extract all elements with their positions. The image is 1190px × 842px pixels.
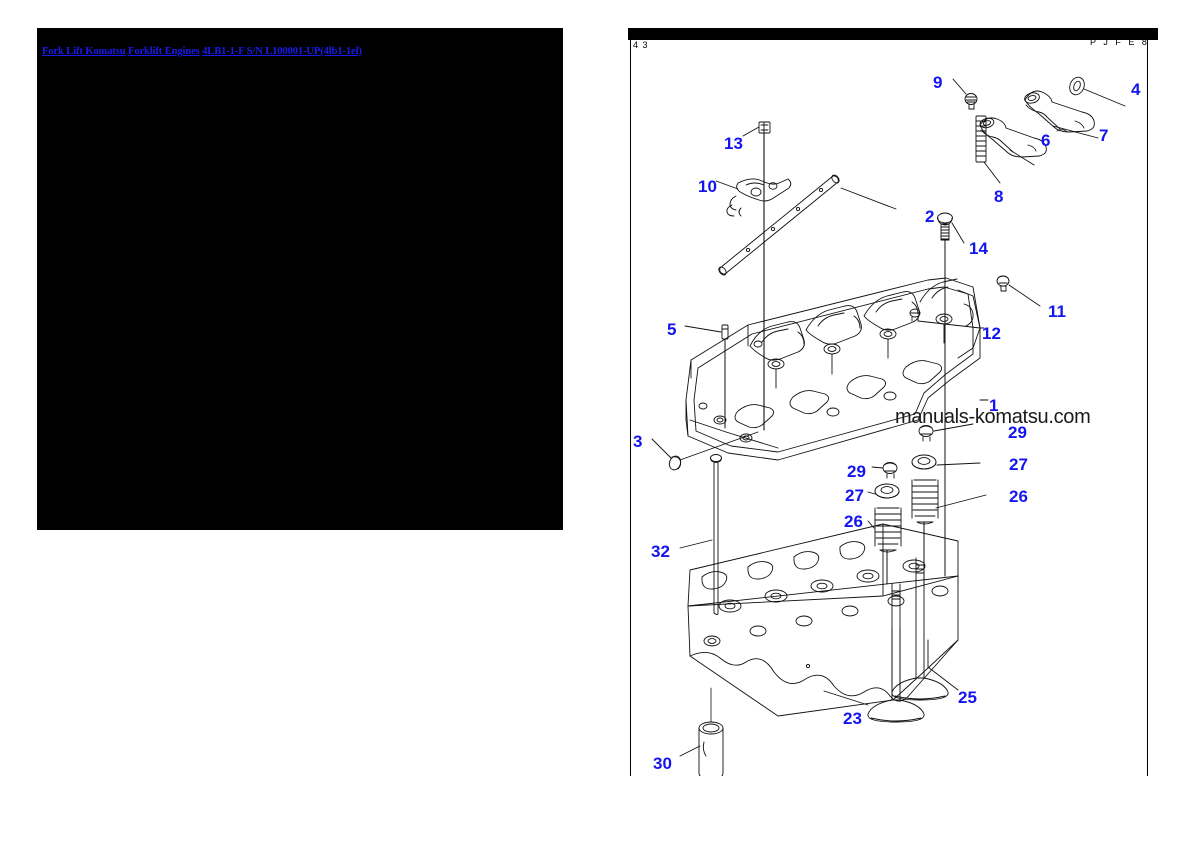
- fastener-part-9: [964, 93, 978, 110]
- drawing-frame-left-border: [630, 40, 631, 776]
- callout-13: 13: [724, 134, 743, 153]
- leader-23: [823, 690, 869, 706]
- breadcrumb-link-model[interactable]: 4LB1-1-F S/N L100001-UP(4lb1-1el): [202, 46, 362, 57]
- callout-2: 2: [925, 207, 935, 226]
- site-watermark: manuals-komatsu.com: [895, 406, 1091, 428]
- breadcrumb: Fork Lift Komatsu Forklift Engines 4LB1-…: [42, 46, 557, 58]
- leader-5: [684, 325, 722, 333]
- callout-27-left: 27: [845, 486, 864, 505]
- leader-3b: [679, 431, 759, 461]
- leader-26-right: [935, 494, 987, 509]
- callout-4: 4: [1131, 80, 1141, 99]
- callout-3: 3: [633, 432, 643, 451]
- leader-4: [1083, 88, 1126, 107]
- bushing-part-30: [698, 687, 724, 776]
- valve-spring-26-right: [911, 479, 939, 525]
- callout-7: 7: [1099, 126, 1109, 145]
- callout-26-right: 26: [1009, 487, 1028, 506]
- parts-drawing-panel: 4 3 P J F E 8: [628, 28, 1158, 776]
- leader-29-left: [871, 466, 884, 469]
- callout-10: 10: [698, 177, 717, 196]
- breadcrumb-link-fork-lift-komatsu[interactable]: Fork Lift Komatsu: [42, 46, 126, 57]
- callout-11: 11: [1048, 302, 1066, 321]
- cylinder-head-block: [687, 523, 959, 717]
- cylinder-head-exploded-diagram: [651, 76, 1126, 776]
- leader-3: [651, 438, 672, 459]
- retainer-29-left: [882, 462, 898, 479]
- leader-12: [917, 320, 985, 329]
- retainer-29-right: [918, 425, 934, 442]
- callout-25: 25: [958, 688, 977, 707]
- nut-part-13: [758, 121, 771, 134]
- callout-5: 5: [667, 320, 677, 339]
- fastener-part-12: [909, 308, 921, 322]
- leader-14: [951, 222, 965, 244]
- callout-26-left: 26: [844, 512, 863, 531]
- valve-spring-26-left: [874, 507, 902, 553]
- callout-30: 30: [653, 754, 672, 773]
- valve-spring-assembly-right: [911, 423, 987, 585]
- bolt-part-14: [937, 212, 953, 577]
- rocker-arm-lower-part-6: [979, 117, 1047, 158]
- leader-32: [679, 539, 713, 549]
- valve-cap-27-right: [911, 454, 937, 470]
- callout-23: 23: [843, 709, 862, 728]
- leader-27-right: [936, 462, 981, 466]
- rocker-arm-upper: [1024, 90, 1095, 133]
- callout-27-right: 27: [1009, 455, 1028, 474]
- leader-30: [679, 745, 701, 757]
- callout-8: 8: [994, 187, 1004, 206]
- leader-27-left: [867, 491, 876, 495]
- cylinder-head-upper-casting-part-1: [685, 277, 981, 461]
- leader-25: [927, 666, 959, 691]
- long-bolt-part-32: [710, 454, 722, 615]
- breadcrumb-link-forklift-engines[interactable]: Forklift Engines: [128, 46, 200, 57]
- callout-6: 6: [1041, 131, 1051, 150]
- leader-8: [983, 161, 1001, 184]
- drawing-frame-right-border: [1147, 40, 1148, 776]
- leader-13: [742, 126, 760, 137]
- valve-cap-27-left: [874, 483, 900, 499]
- rocker-bracket-part-10: [726, 178, 792, 217]
- rocker-shaft-part-2: [718, 174, 840, 276]
- callout-14: 14: [969, 239, 988, 258]
- page-corner-mark-right: P J F E 8: [1090, 37, 1150, 47]
- callout-9: 9: [933, 73, 943, 92]
- callout-29-left: 29: [847, 462, 866, 481]
- image-placeholder-panel: Fork Lift Komatsu Forklift Engines 4LB1-…: [37, 28, 563, 530]
- leader-29-right: [933, 423, 974, 432]
- part-4-washer: [1069, 76, 1085, 96]
- spring-part-8: [975, 115, 987, 163]
- callout-32: 32: [651, 542, 670, 561]
- leader-2: [840, 187, 897, 210]
- drawing-top-bar: [628, 28, 1158, 40]
- fastener-part-11: [996, 275, 1010, 292]
- valve-spring-assembly-left: [867, 462, 902, 585]
- page-corner-mark-left: 4 3: [633, 40, 649, 50]
- leader-10: [715, 180, 739, 190]
- valve-part-25: [891, 557, 949, 701]
- leader-11: [1008, 284, 1041, 307]
- leader-7: [1052, 125, 1099, 139]
- callout-1: 1: [989, 396, 999, 415]
- leader-9: [952, 78, 967, 95]
- leader-6: [1009, 149, 1035, 166]
- callout-29-right: 29: [1008, 423, 1027, 442]
- callout-12: 12: [982, 324, 1001, 343]
- valve-part-23: [867, 583, 925, 723]
